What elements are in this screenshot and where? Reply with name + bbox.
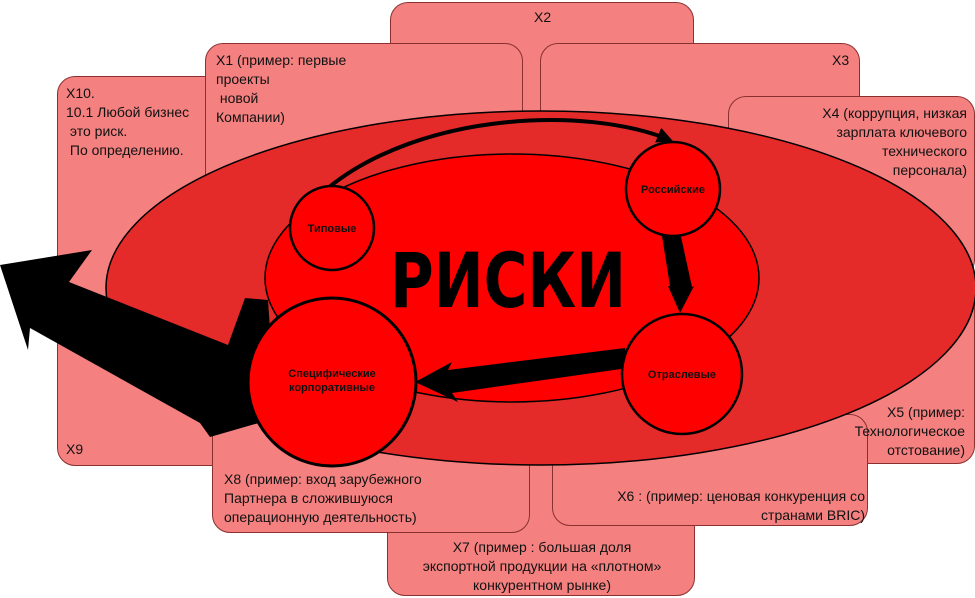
circle-typical	[288, 184, 376, 272]
arrow-sectoral-to-specific	[415, 348, 628, 402]
label-sectoral: Отраслевые	[648, 369, 716, 381]
label-specific-line2: корпоративные	[289, 382, 375, 394]
label-specific-line1: Специфические	[288, 368, 375, 380]
label-x1: X1 (пример: первые проекты новой Компани…	[216, 52, 347, 125]
circle-russian	[624, 140, 722, 238]
label-x2: X2	[534, 9, 552, 25]
arrow-typical-to-russian	[326, 118, 673, 190]
label-x4: X4 (коррупция, низкая зарплата ключевого…	[822, 105, 967, 178]
title-riski: РИСКИ	[390, 236, 626, 325]
label-typical: Типовые	[308, 223, 357, 235]
label-x8: X8 (пример: вход зарубежного Партнера в …	[224, 471, 422, 525]
circle-specific	[246, 296, 418, 468]
label-x5: X5 (пример: Технологическое отстование)	[854, 404, 965, 458]
label-x3: X3	[832, 52, 850, 68]
big-arrow	[0, 250, 276, 437]
label-x10: X10. 10.1 Любой бизнес это риск. По опре…	[66, 85, 190, 158]
arrow-russian-to-sectoral	[662, 232, 694, 313]
circle-sectoral	[620, 312, 744, 436]
label-x9: X9	[66, 441, 84, 457]
label-russian: Российские	[641, 184, 705, 196]
label-x6: X6 : (пример: ценовая конкуренция со стр…	[617, 488, 865, 523]
label-x7: X7 (пример : большая доля экспортной про…	[422, 539, 662, 593]
